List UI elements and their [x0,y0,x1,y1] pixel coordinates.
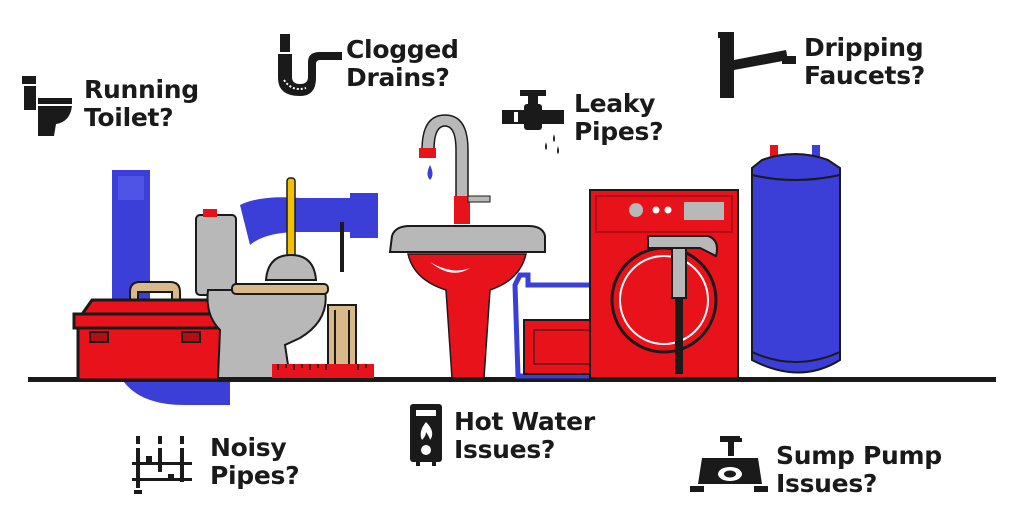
clogged-drains-line1: Clogged [346,35,459,64]
drain-trap-icon [278,34,342,96]
sump-pump-label: Sump Pump Issues? [776,442,942,498]
hot-water-line2: Issues? [454,435,556,464]
red-ruler [272,364,374,378]
faucet-icon [718,32,796,98]
running-toilet-label: Running Toilet? [84,76,199,132]
dripping-faucets-line2: Faucets? [804,61,925,90]
noisy-pipes-line1: Noisy [210,433,287,462]
noisy-pipes-line2: Pipes? [210,461,300,490]
plunger [264,177,318,281]
floor-line [28,377,996,382]
noisy-pipes-label: Noisy Pipes? [210,433,300,490]
hot-water-label: Hot Water Issues? [454,408,595,464]
sump-pump-line2: Issues? [776,469,878,498]
leaky-pipes-label: Leaky Pipes? [574,89,664,146]
water-heater-icon [410,404,442,466]
washing-machine [589,189,739,379]
dripping-faucets-line1: Dripping [804,33,924,62]
water-heater-tank [751,145,841,374]
dripping-faucets-label: Dripping Faucets? [804,34,925,90]
toilet [195,209,329,379]
toilet-icon [22,76,72,136]
leaky-pipes-line1: Leaky [574,89,656,118]
leaky-pipes-line2: Pipes? [574,117,664,146]
clogged-drains-label: Clogged Drains? [346,36,459,92]
leaky-valve-icon [502,90,564,154]
clogged-drains-line2: Drains? [346,63,450,92]
running-toilet-line2: Toilet? [84,103,174,132]
sink-faucet [419,114,491,224]
screwdriver [327,222,357,380]
sump-pump-line1: Sump Pump [776,441,942,470]
pipes-icon [132,436,192,494]
sump-pump-icon [690,436,768,492]
running-toilet-line1: Running [84,75,199,104]
hot-water-line1: Hot Water [454,407,595,436]
pedestal-sink [388,225,546,379]
hammer [647,235,718,374]
